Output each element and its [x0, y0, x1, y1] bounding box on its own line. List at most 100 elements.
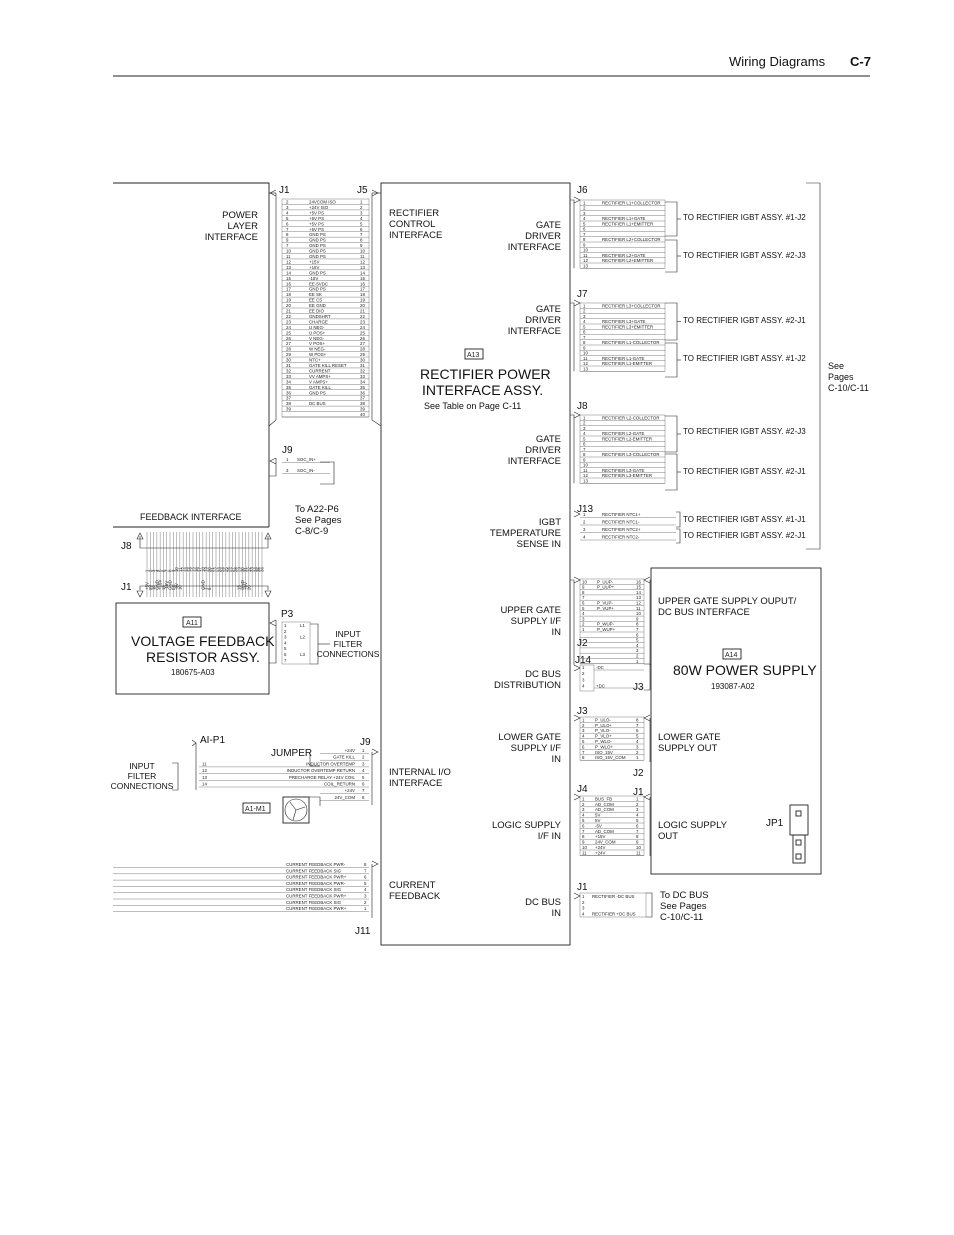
j3b-pin-left: 6 — [582, 744, 585, 749]
j6-signal: RECTIFIER L1+COLLECTOR — [602, 200, 661, 205]
input-filter-p3-label-line-1: INPUT — [335, 629, 361, 639]
j8b-signal: RECTIFIER L2-COLLECTOR — [602, 415, 660, 420]
gate-driver-3-label-line-3: INTERFACE — [508, 456, 561, 467]
j2-signal: P_UUP- — [597, 579, 614, 584]
j1d-pin: 4 — [582, 911, 585, 916]
j13-pin: 1 — [583, 512, 586, 517]
j2-pin-right: 9 — [636, 616, 639, 621]
j3b-pin-right: 4 — [636, 739, 639, 744]
logic-supply-label-line-1: LOGIC SUPPLY — [492, 820, 562, 831]
j6-pin: 9 — [583, 242, 586, 247]
j13-signal: RECTIFIER NTC1+ — [602, 512, 641, 517]
j5-pin: 38 — [360, 401, 365, 406]
j1-j5-signal: +15V — [309, 259, 319, 264]
j1-pin: 13 — [286, 265, 291, 270]
j1-pin: 14 — [286, 270, 291, 275]
j8b-rail — [570, 414, 575, 484]
j6-pin: 8 — [583, 237, 586, 242]
j13-signal: RECTIFIER NTC2- — [602, 535, 640, 540]
j11-pin: 7 — [364, 868, 367, 873]
j9b-pin: 1 — [362, 748, 365, 753]
power-layer-label-line-1: POWER — [222, 210, 258, 221]
p3-rail — [269, 620, 277, 664]
j1-pin: 20 — [286, 303, 291, 308]
upper-gate-out-label-line-1: UPPER GATE SUPPLY OUPUT/ — [658, 596, 797, 607]
see-pages-label-line-2: Pages — [828, 372, 854, 382]
j13-bracket — [676, 511, 681, 528]
j9b-pin: 5 — [362, 775, 365, 780]
j8-header — [139, 536, 269, 549]
j8b-pin: 4 — [583, 431, 586, 436]
header-page: C-7 — [850, 54, 871, 69]
j1-j5-signal: DC BUS — [309, 401, 326, 406]
lower-gate-supply-label-line-3: IN — [552, 754, 562, 765]
j1-pin: 4 — [286, 210, 289, 215]
j1-j5-signal: GND PS — [309, 243, 326, 248]
j1-pin: 7 — [286, 227, 289, 232]
j8b-signal: RECTIFIER L2-GATE — [602, 431, 644, 436]
a14-part: 193087-A02 — [711, 682, 755, 691]
connector-j1: J1 — [279, 185, 290, 196]
connector-arrow — [573, 196, 581, 204]
j3b-pin-right: 1 — [636, 755, 639, 760]
j7-signal: RECTIFIER L3+COLLECTOR — [602, 303, 661, 308]
j2-pin-right: 13 — [636, 595, 641, 600]
j1-pin: 9 — [286, 238, 289, 243]
a11-title-1: VOLTAGE FEEDBACK — [131, 633, 275, 649]
j2-pin-left: 9 — [582, 585, 585, 590]
j5-pin: 18 — [360, 292, 365, 297]
j1-j5-signal: EE GND — [309, 303, 326, 308]
j5-pin: 17 — [360, 287, 365, 292]
jumper-wire — [309, 753, 320, 767]
j4-pin-left: 2 — [582, 802, 585, 807]
j11-signal: CURRENT FEEDBACK SIG — [286, 887, 342, 892]
j1d-signal: RECTIFIER -DC BUS — [592, 894, 635, 899]
j9b-left-pin: 14 — [202, 782, 207, 787]
j8b-pin: 9 — [583, 457, 586, 462]
j5-pin: 14 — [360, 270, 365, 275]
j8b-bracket — [665, 453, 678, 491]
p3-label: L2 — [300, 635, 305, 640]
j1-j5-signal: W POS+ — [309, 352, 327, 357]
j1-pin: 18 — [286, 292, 291, 297]
j1-j5-signal: GND PS — [309, 232, 326, 237]
j1-pin: 7 — [286, 243, 289, 248]
j3-bracket — [644, 663, 651, 691]
j13-signal: RECTIFIER NTC2+ — [602, 527, 641, 532]
j8b-pin: 5 — [583, 436, 586, 441]
j1-pin: 15 — [286, 276, 291, 281]
j8b-pin: 10 — [583, 463, 588, 468]
to-dc-bus-label-line-2: See Pages — [660, 901, 707, 912]
j11-pin: 8 — [364, 862, 367, 867]
current-feedback-label-line-1: CURRENT — [389, 880, 436, 891]
j8b-signal: RECTIFIER L2-EMITTER — [602, 436, 652, 441]
connector-j4: J4 — [577, 784, 588, 795]
a11-part: 180675-A03 — [171, 668, 215, 677]
a13-tag-box — [464, 348, 484, 360]
j3b-pin-right: 3 — [636, 744, 639, 749]
j4-pin-right: 9 — [636, 840, 639, 845]
j7-pin: 11 — [583, 356, 588, 361]
j9b-signal: +24V — [345, 788, 355, 793]
j8b-pin: 7 — [583, 447, 586, 452]
igbt-target-5: TO RECTIFIER IGBT ASSY. #2-J3 — [683, 427, 806, 436]
j3b-signal: ISO_15V — [595, 750, 613, 755]
connector-j8: J8 — [121, 541, 132, 552]
j8b-bracket — [665, 415, 678, 453]
j5-pin: 21 — [360, 309, 365, 314]
j14-signal: +DC — [596, 684, 605, 689]
j1-pin: 8 — [286, 232, 289, 237]
rectifier-control-label-line-3: INTERFACE — [389, 230, 442, 241]
j6-pin: 1 — [583, 200, 586, 205]
p3-pin: 4 — [284, 640, 287, 645]
j9b-signal: INDUCTOR OVERTEMP — [306, 761, 355, 766]
j5-pin: 7 — [360, 232, 363, 237]
j4-signal: AD_COM — [595, 829, 614, 834]
j4-pin-left: 8 — [582, 834, 585, 839]
connector-arrow — [643, 714, 651, 722]
aip1-arrow — [191, 739, 197, 747]
j2-pin-right: 6 — [636, 632, 639, 637]
j11-pin: 5 — [364, 881, 367, 886]
j11-signal: CURRENT FEEDBACK PWR+ — [286, 894, 347, 899]
j6-pin: 4 — [583, 216, 586, 221]
